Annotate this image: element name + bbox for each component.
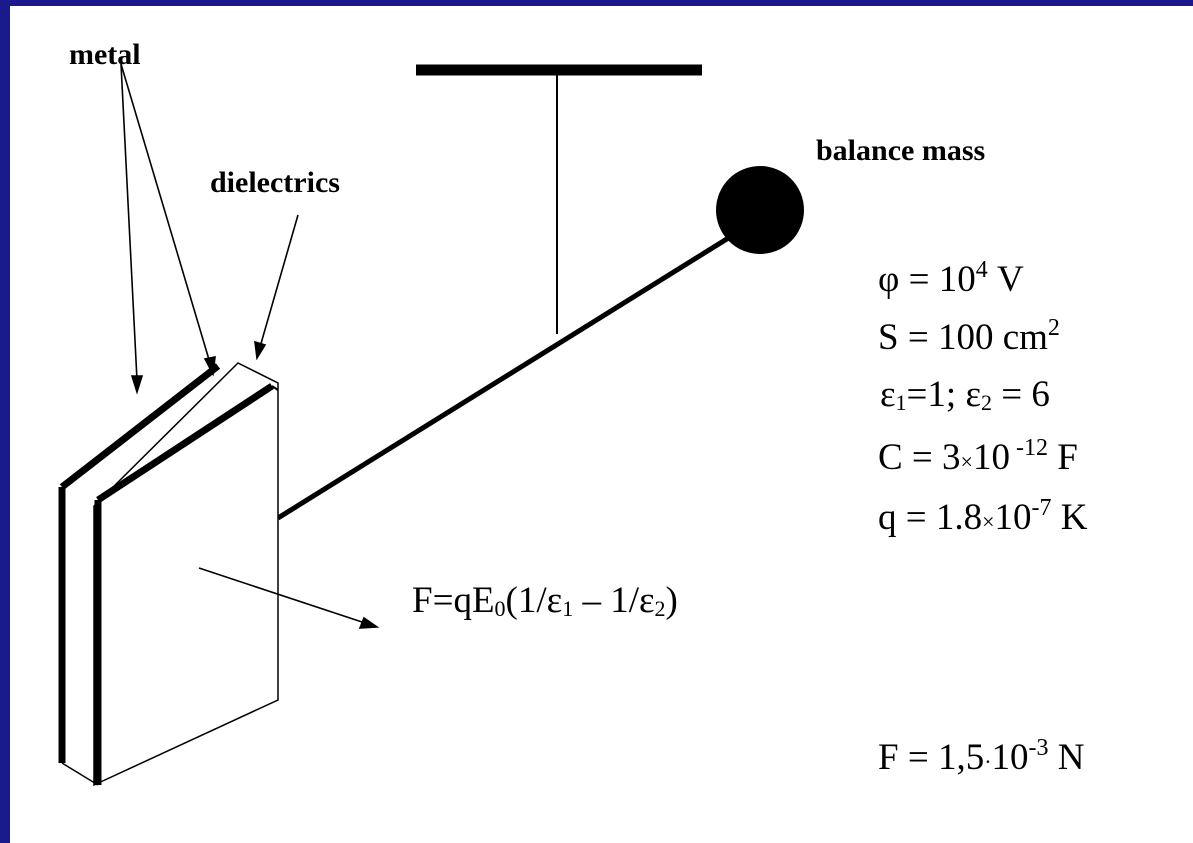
metal-pointer-arrows (120, 63, 216, 395)
capacitance-equation: C = 3×10 -12 F (878, 435, 1078, 478)
balance-mass-label: balance mass (816, 134, 986, 167)
metal-label: metal (69, 38, 141, 71)
potential-equation: φ = 104 V (878, 257, 1024, 300)
force-formula: F=qE0(1/ε1 – 1/ε2) (412, 580, 678, 621)
balance-beam (276, 234, 732, 521)
area-equation: S = 100 cm2 (878, 315, 1060, 358)
force-direction-arrow (198, 567, 380, 629)
result-force-equation: F = 1,5·10-3 N (878, 735, 1085, 778)
slide-canvas: metal dielectrics balance mass F=qE0(1/ε… (10, 6, 1193, 843)
dielectrics-pointer-arrow (254, 214, 299, 361)
balance-mass-ball (716, 166, 804, 254)
dielectrics-label: dielectrics (210, 166, 340, 199)
torsion-balance-diagram (58, 63, 804, 787)
capacitor-block (58, 362, 279, 787)
charge-equation: q = 1.8×10-7 K (878, 495, 1088, 538)
permittivity-equation: ε1=1; ε2 = 6 (880, 374, 1050, 415)
